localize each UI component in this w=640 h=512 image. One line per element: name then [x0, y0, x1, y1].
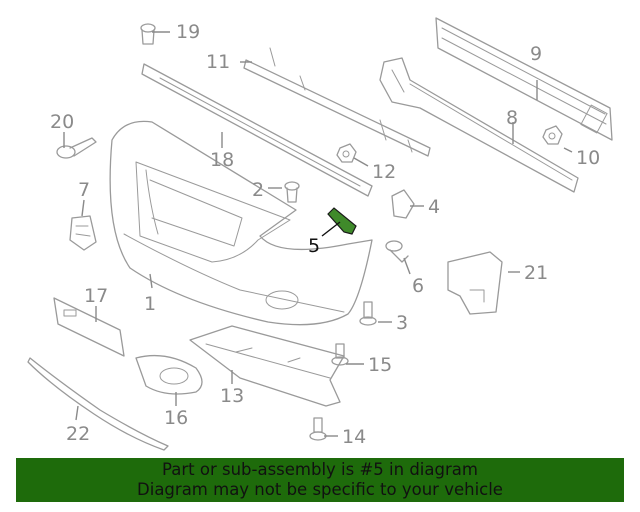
part-6-clip[interactable]	[385, 240, 409, 263]
callout-15: 15	[368, 354, 392, 376]
callout-1: 1	[144, 293, 156, 315]
part-2-clip[interactable]	[284, 181, 300, 203]
callout-9: 9	[530, 43, 542, 65]
banner-line-2: Diagram may not be specific to your vehi…	[137, 480, 503, 499]
part-9-reinforcement[interactable]	[435, 17, 613, 141]
part-20-cap[interactable]	[56, 137, 97, 159]
part-22-molding[interactable]	[27, 357, 169, 451]
callout-22: 22	[66, 423, 90, 445]
leader-lines	[63, 31, 573, 437]
callout-7: 7	[78, 179, 90, 201]
part-17-license-bracket[interactable]	[53, 297, 125, 357]
callout-3: 3	[396, 312, 408, 334]
part-7-bracket[interactable]	[69, 215, 97, 251]
part-18-retainer[interactable]	[141, 63, 373, 197]
callout-17: 17	[84, 285, 108, 307]
part-14-screw[interactable]	[309, 417, 327, 441]
callout-14: 14	[342, 426, 366, 448]
parts-diagram: 19 11 9 8 10 20 18 12 2 7 4 5 6 21 17 1 …	[27, 17, 613, 451]
part-13-undercover[interactable]	[189, 325, 345, 407]
callout-2: 2	[252, 179, 264, 201]
callout-18: 18	[210, 149, 234, 171]
callout-10: 10	[576, 147, 600, 169]
callout-8: 8	[506, 107, 518, 129]
callout-19: 19	[176, 21, 200, 43]
part-5-bracket-highlighted[interactable]	[327, 207, 357, 235]
part-12-nut[interactable]	[336, 143, 357, 163]
callout-5: 5	[308, 235, 320, 257]
part-4-clip[interactable]	[391, 189, 415, 219]
banner-line-1: Part or sub-assembly is #5 in diagram	[162, 460, 478, 479]
callout-12: 12	[372, 161, 396, 183]
part-21-bracket[interactable]	[447, 251, 503, 315]
callout-4: 4	[428, 196, 440, 218]
part-3-bolt[interactable]	[359, 301, 377, 326]
callout-21: 21	[524, 262, 548, 284]
part-8-absorber[interactable]	[379, 57, 579, 193]
callout-16: 16	[164, 407, 188, 429]
part-19-clip[interactable]	[140, 23, 156, 45]
part-16-fog-bezel[interactable]	[135, 354, 203, 395]
part-1-bumper-fascia[interactable]	[109, 120, 373, 326]
callout-13: 13	[220, 385, 244, 407]
callout-6: 6	[412, 275, 424, 297]
info-banner: Part or sub-assembly is #5 in diagram Di…	[16, 458, 624, 502]
part-10-nut[interactable]	[542, 125, 563, 145]
part-11-bracket[interactable]	[243, 47, 431, 157]
callout-11: 11	[206, 51, 230, 73]
callout-20: 20	[50, 111, 74, 133]
callout-labels: 19 11 9 8 10 20 18 12 2 7 4 5 6 21 17 1 …	[50, 21, 600, 448]
